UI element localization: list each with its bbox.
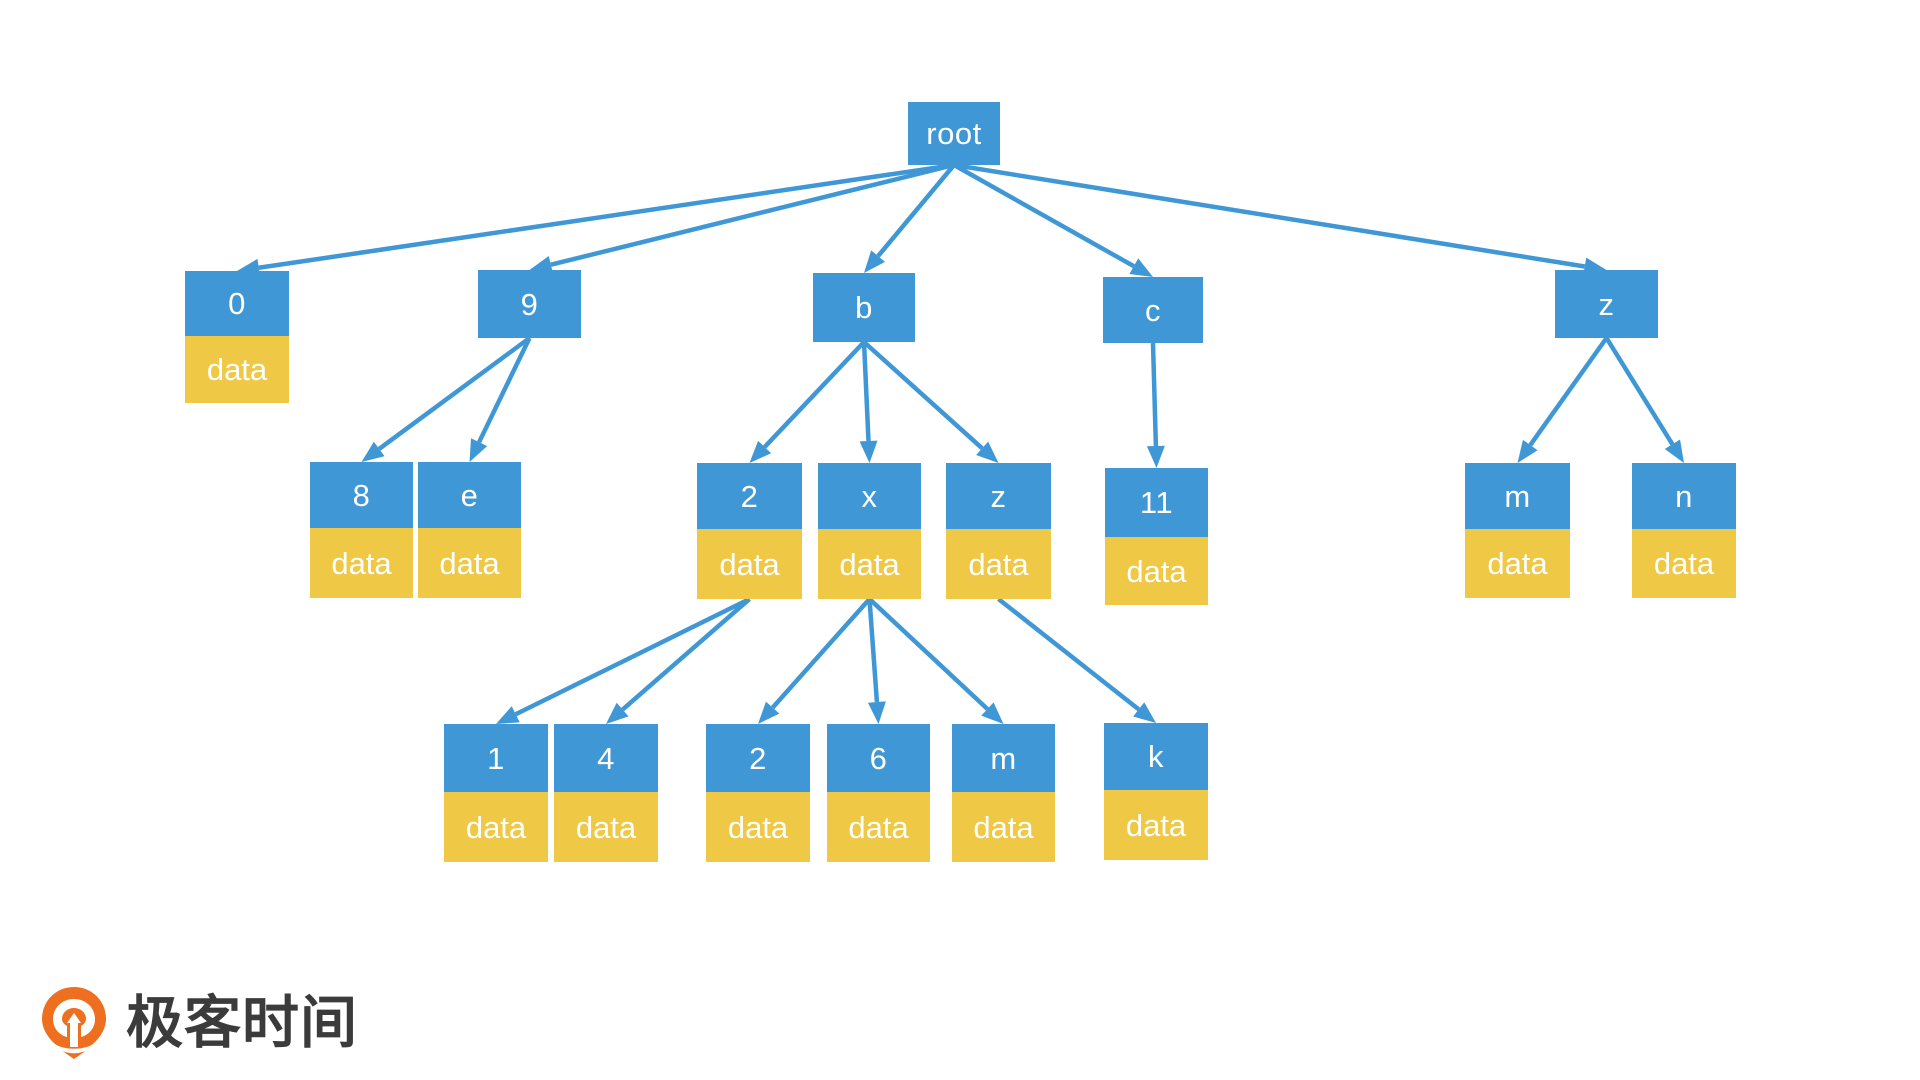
node-data-box: data: [1632, 529, 1736, 598]
trie-node-9: 9: [478, 270, 581, 338]
edge-nz2-to-nk: [997, 597, 1156, 723]
geektime-logo-icon: [40, 985, 108, 1061]
node-key-label: b: [813, 273, 915, 342]
node-key-label: c: [1103, 277, 1203, 343]
node-key-label: z: [946, 463, 1051, 529]
edge-nc-to-n11: [1146, 342, 1165, 468]
edge-nb-to-nx: [859, 341, 878, 463]
node-data-box: data: [1104, 790, 1208, 860]
node-key-label: 2: [706, 724, 810, 792]
node-data-box: data: [444, 792, 548, 862]
node-data-box: data: [818, 529, 921, 599]
node-key-label: x: [818, 463, 921, 529]
node-data-box: data: [952, 792, 1055, 862]
edge-n9-to-ne: [469, 337, 532, 462]
node-data-box: data: [418, 528, 521, 598]
edge-n2a-to-n1: [496, 596, 751, 724]
edge-n2a-to-n4: [606, 597, 751, 724]
edge-root-to-n0: [237, 162, 955, 277]
edge-root-to-nz1: [953, 162, 1607, 276]
logo-text: 极客时间: [126, 989, 358, 1056]
edge-root-to-nc: [952, 163, 1153, 277]
edge-nx-to-n6: [867, 598, 886, 724]
node-data-box: data: [946, 529, 1051, 599]
node-data-box: data: [310, 528, 413, 598]
node-key-label: e: [418, 462, 521, 528]
node-data-box: data: [697, 529, 802, 599]
node-key-label: 9: [478, 270, 581, 338]
edge-nx-to-n2b: [758, 597, 872, 724]
node-key-label: z: [1555, 270, 1658, 338]
node-data-box: data: [185, 336, 289, 403]
node-key-label: m: [952, 724, 1055, 792]
node-key-label: 0: [185, 271, 289, 336]
brand-logo: 极客时间: [40, 980, 370, 1066]
trie-node-z: z: [1555, 270, 1658, 338]
edge-nb-to-n2a: [749, 340, 866, 463]
node-key-label: 6: [827, 724, 930, 792]
edge-nx-to-nm2: [867, 597, 1004, 724]
node-data-box: data: [1105, 537, 1208, 605]
node-key-label: 4: [554, 724, 658, 792]
edge-nz1-to-nm1: [1517, 336, 1609, 463]
node-key-label: 2: [697, 463, 802, 529]
node-data-box: data: [554, 792, 658, 862]
edge-nz1-to-nn: [1604, 336, 1684, 463]
edge-nb-to-nz2: [862, 340, 999, 463]
node-data-box: data: [827, 792, 930, 862]
node-key-label: 1: [444, 724, 548, 792]
trie-node-b: b: [813, 273, 915, 342]
edge-n9-to-n8: [361, 336, 531, 462]
node-key-label: 11: [1105, 468, 1208, 537]
node-key-label: n: [1632, 463, 1736, 529]
node-key-label: k: [1104, 723, 1208, 790]
node-key-label: root: [908, 102, 1000, 165]
trie-node-root: root: [908, 102, 1000, 165]
edge-root-to-nb: [864, 163, 956, 273]
node-key-label: 8: [310, 462, 413, 528]
node-data-box: data: [706, 792, 810, 862]
node-key-label: m: [1465, 463, 1570, 529]
edge-root-to-n9: [529, 162, 955, 274]
trie-node-c: c: [1103, 277, 1203, 343]
node-data-box: data: [1465, 529, 1570, 598]
